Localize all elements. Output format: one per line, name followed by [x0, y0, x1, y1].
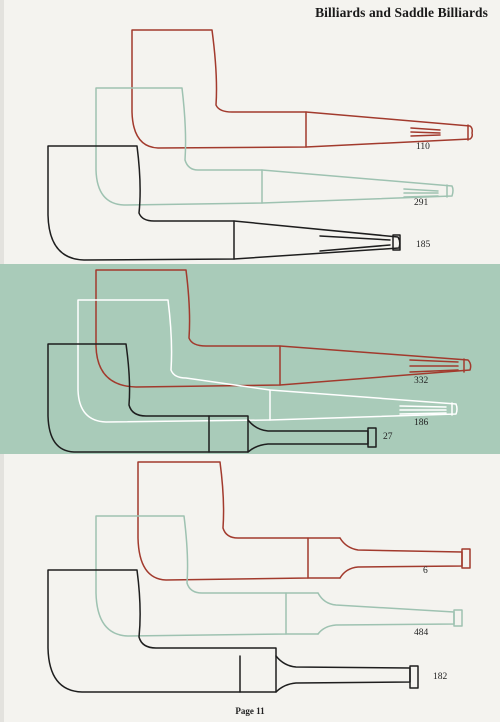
pipe-484-illustration — [95, 515, 463, 637]
model-number-6: 6 — [423, 566, 428, 576]
pipe-185-illustration — [47, 145, 401, 261]
model-number-332: 332 — [414, 376, 429, 386]
model-number-182: 182 — [433, 672, 448, 682]
pipe-6-illustration — [137, 461, 471, 581]
model-number-27: 27 — [383, 432, 393, 442]
model-number-110: 110 — [416, 142, 430, 152]
pipe-182-illustration — [47, 569, 419, 693]
model-number-186: 186 — [414, 418, 429, 428]
page-number: Page 11 — [235, 706, 265, 716]
model-number-484: 484 — [414, 628, 429, 638]
pipe-291-illustration — [95, 87, 454, 206]
pipe-186-illustration — [77, 299, 458, 423]
model-number-185: 185 — [416, 240, 431, 250]
pipe-332-illustration — [95, 269, 472, 388]
pipe-27-illustration — [47, 343, 377, 453]
page-title: Billiards and Saddle Billiards — [315, 5, 488, 20]
model-number-291: 291 — [414, 198, 429, 208]
pipe-110-illustration — [131, 29, 473, 149]
